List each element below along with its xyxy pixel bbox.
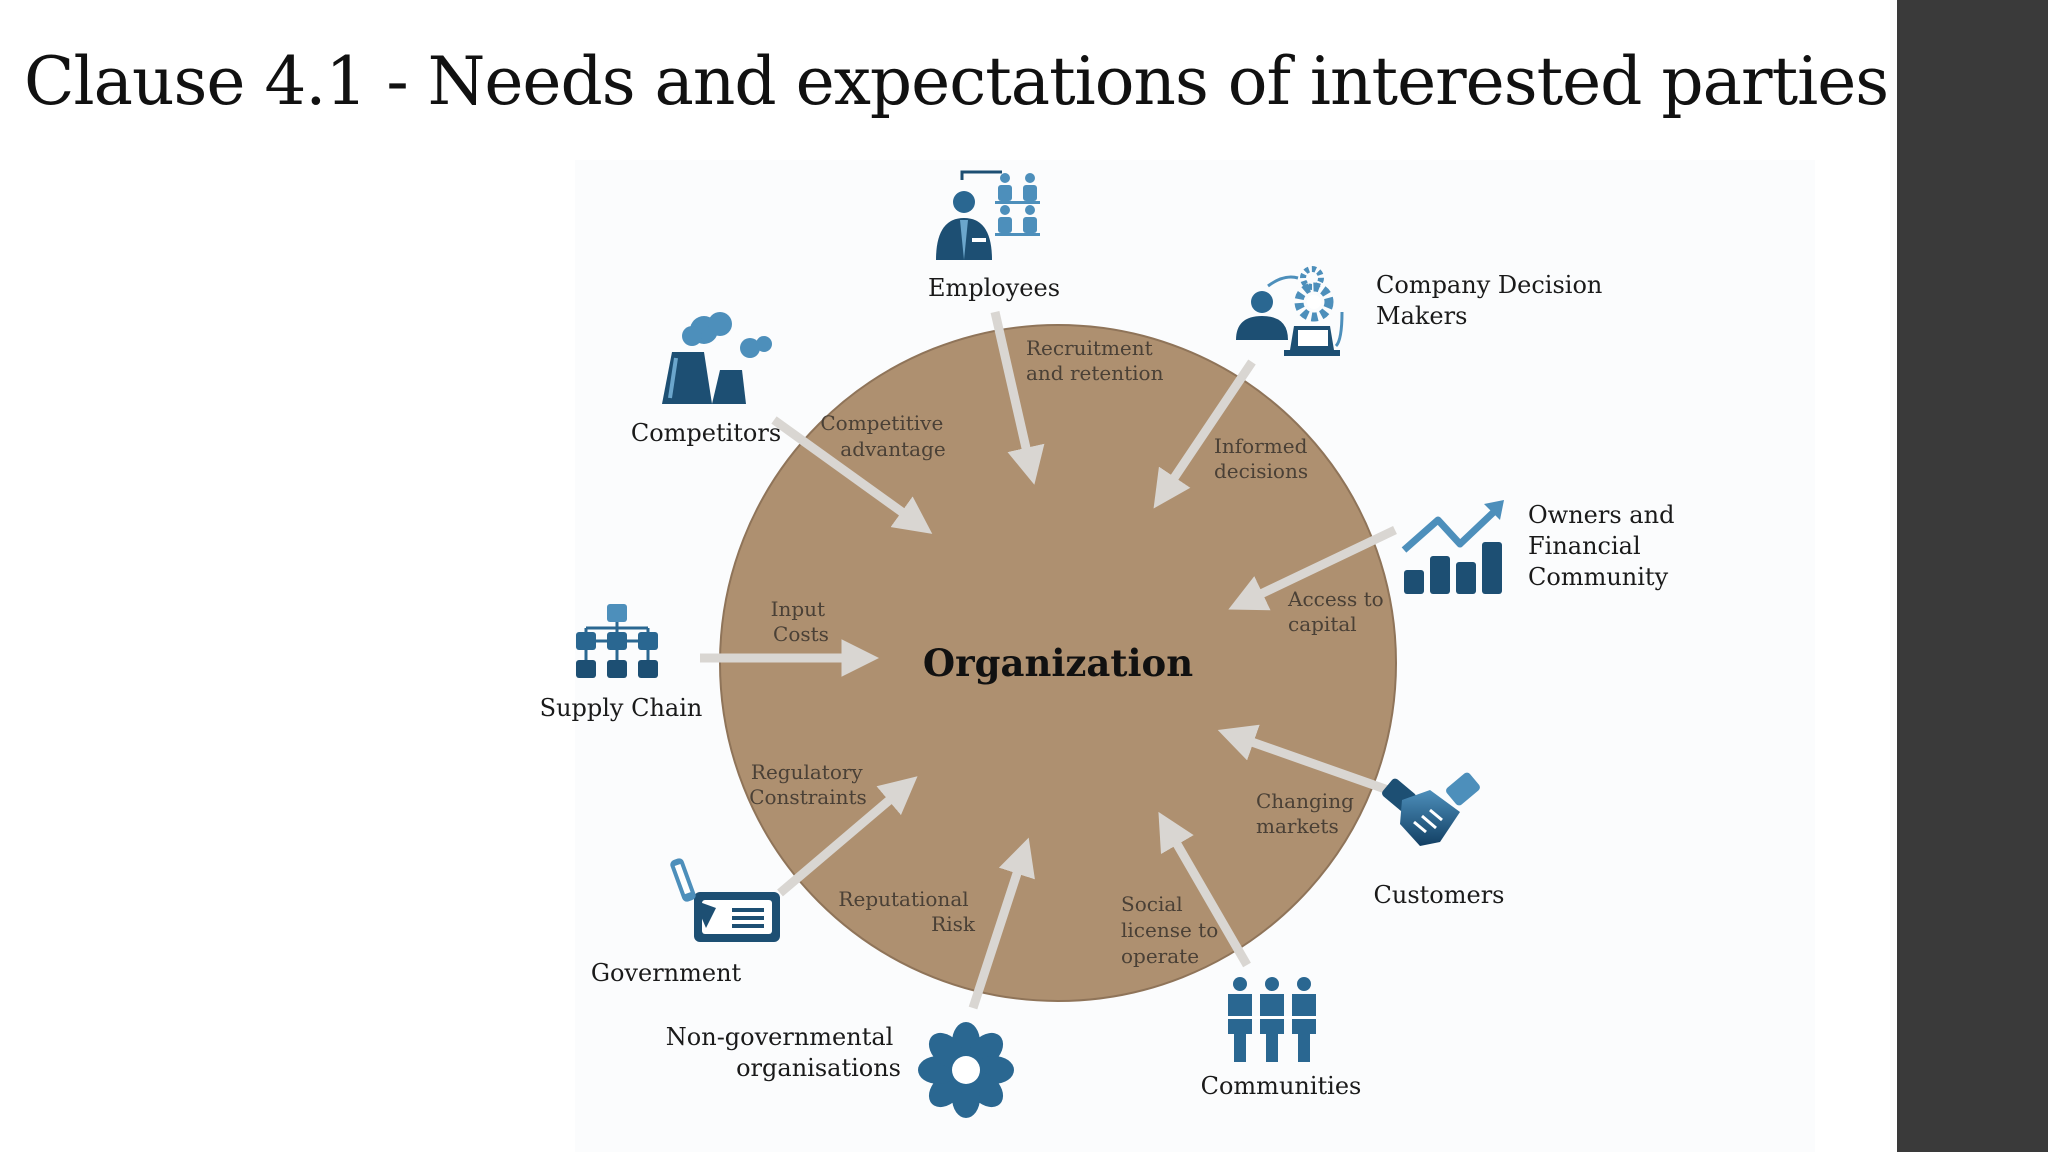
need-competitors: Competitive advantage xyxy=(820,411,949,461)
label-competitors: Competitors xyxy=(631,419,781,447)
handshake-icon xyxy=(1382,772,1480,846)
arrow-ngo xyxy=(968,837,1035,1010)
need-government: Regulatory Constraints xyxy=(749,760,869,809)
label-supply-chain: Supply Chain xyxy=(540,694,703,722)
community-people-icon xyxy=(1228,977,1316,1062)
arrow-owners xyxy=(1228,525,1397,611)
arrow-employees xyxy=(990,311,1045,485)
need-labels: Recruitment and retention Informed decis… xyxy=(749,336,1390,968)
slide-title: Clause 4.1 - Needs and expectations of i… xyxy=(24,43,1889,120)
need-communities: Social license to operate xyxy=(1121,892,1225,968)
factory-icon xyxy=(662,312,772,404)
decision-cycle-icon xyxy=(1236,266,1344,356)
arrow-competitors xyxy=(771,416,933,534)
hierarchy-chart-icon xyxy=(576,604,658,678)
need-supply-chain: Input Costs xyxy=(771,597,832,646)
label-government: Government xyxy=(591,959,742,987)
label-communities: Communities xyxy=(1201,1072,1362,1100)
label-owners: Owners and Financial Community xyxy=(1528,501,1682,591)
label-employees: Employees xyxy=(928,274,1060,302)
need-ngo: Reputational Risk xyxy=(838,887,975,936)
label-decision-makers: Company Decision Makers xyxy=(1376,271,1610,330)
need-customers: Changing markets xyxy=(1256,789,1360,838)
arrow-government xyxy=(777,776,918,897)
arrows xyxy=(700,311,1397,1010)
need-employees: Recruitment and retention xyxy=(1026,336,1164,385)
flower-icon xyxy=(918,1022,1014,1118)
label-customers: Customers xyxy=(1374,881,1505,909)
organization-label: Organization xyxy=(923,641,1193,685)
people-group-icon xyxy=(936,170,1040,260)
pen-document-icon xyxy=(670,858,780,942)
arrow-customers xyxy=(1217,724,1390,795)
organization-circle xyxy=(719,324,1397,1002)
label-ngo: Non-governmental organisations xyxy=(666,1023,901,1082)
growth-chart-icon xyxy=(1401,500,1504,594)
presentation-sidebar xyxy=(1897,0,2048,1152)
arrow-decision-makers xyxy=(1153,359,1256,509)
need-owners: Access to capital xyxy=(1287,587,1390,636)
arrow-communities xyxy=(1158,811,1251,968)
need-decision-makers: Informed decisions xyxy=(1214,434,1314,483)
party-labels: Employees Company Decision Makers Owners… xyxy=(540,271,1682,1100)
